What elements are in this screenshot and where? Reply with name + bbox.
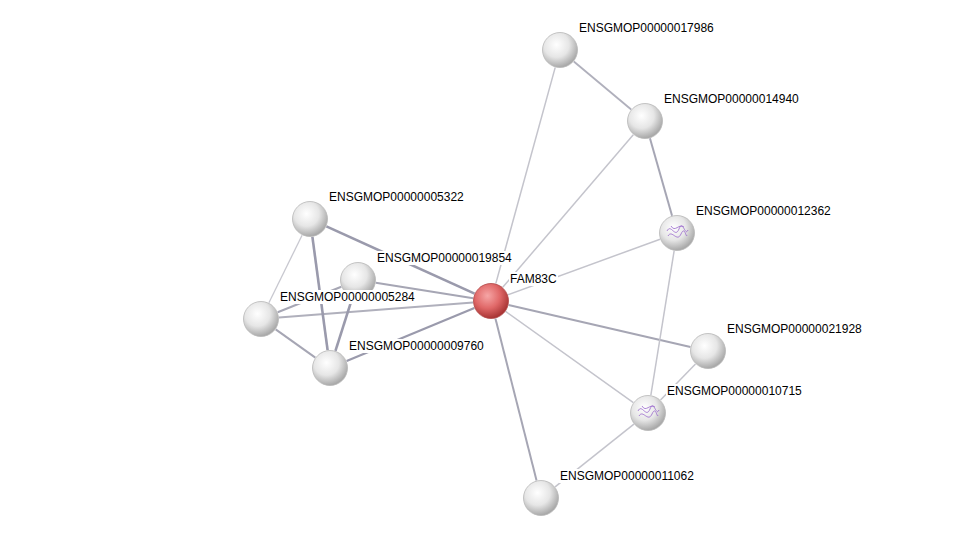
interaction-edge [651, 251, 674, 395]
protein-node: ENSGMOP00000017986 [542, 32, 578, 68]
protein-node: ENSGMOP00000010715 [630, 395, 666, 431]
protein-label: ENSGMOP00000010715 [666, 384, 803, 398]
interaction-edge [508, 239, 660, 295]
protein-node: ENSGMOP00000012362 [659, 215, 695, 251]
protein-node: ENSGMOP00000009760 [312, 350, 348, 386]
protein-label: ENSGMOP00000012362 [695, 204, 832, 218]
interaction-edge [279, 302, 473, 317]
protein-label: ENSGMOP00000014940 [663, 92, 800, 106]
node-sphere [292, 201, 328, 237]
interaction-edge [276, 329, 316, 357]
interaction-edge [503, 135, 634, 288]
protein-label: ENSGMOP00000005284 [279, 290, 416, 304]
node-sphere [312, 350, 348, 386]
interaction-edge [347, 308, 475, 361]
protein-label: ENSGMOP00000017986 [578, 21, 715, 35]
protein-label: ENSGMOP00000021928 [726, 322, 863, 336]
protein-node: ENSGMOP00000005322 [292, 201, 328, 237]
node-sphere [690, 333, 726, 369]
protein-label: ENSGMOP00000011062 [559, 469, 695, 483]
protein-label: FAM83C [509, 272, 558, 286]
node-sphere [630, 395, 666, 431]
protein-node: ENSGMOP00000021928 [690, 333, 726, 369]
protein-node: ENSGMOP00000014940 [627, 103, 663, 139]
protein-node: ENSGMOP00000005284 [243, 301, 279, 337]
interaction-edge [574, 62, 631, 110]
query-protein-node: FAM83C [473, 283, 509, 319]
protein-node: ENSGMOP00000011062 [523, 480, 559, 516]
interaction-edge [650, 138, 672, 215]
node-sphere [523, 480, 559, 516]
node-sphere [473, 283, 509, 319]
node-sphere [243, 301, 279, 337]
protein-label: ENSGMOP00000009760 [348, 339, 485, 353]
protein-label: ENSGMOP00000019854 [376, 251, 513, 265]
interaction-edge [506, 311, 634, 402]
node-sphere [659, 215, 695, 251]
node-sphere [542, 32, 578, 68]
node-sphere [627, 103, 663, 139]
protein-label: ENSGMOP00000005322 [328, 190, 465, 204]
interaction-edge [495, 318, 536, 480]
interaction-edge [509, 305, 691, 347]
